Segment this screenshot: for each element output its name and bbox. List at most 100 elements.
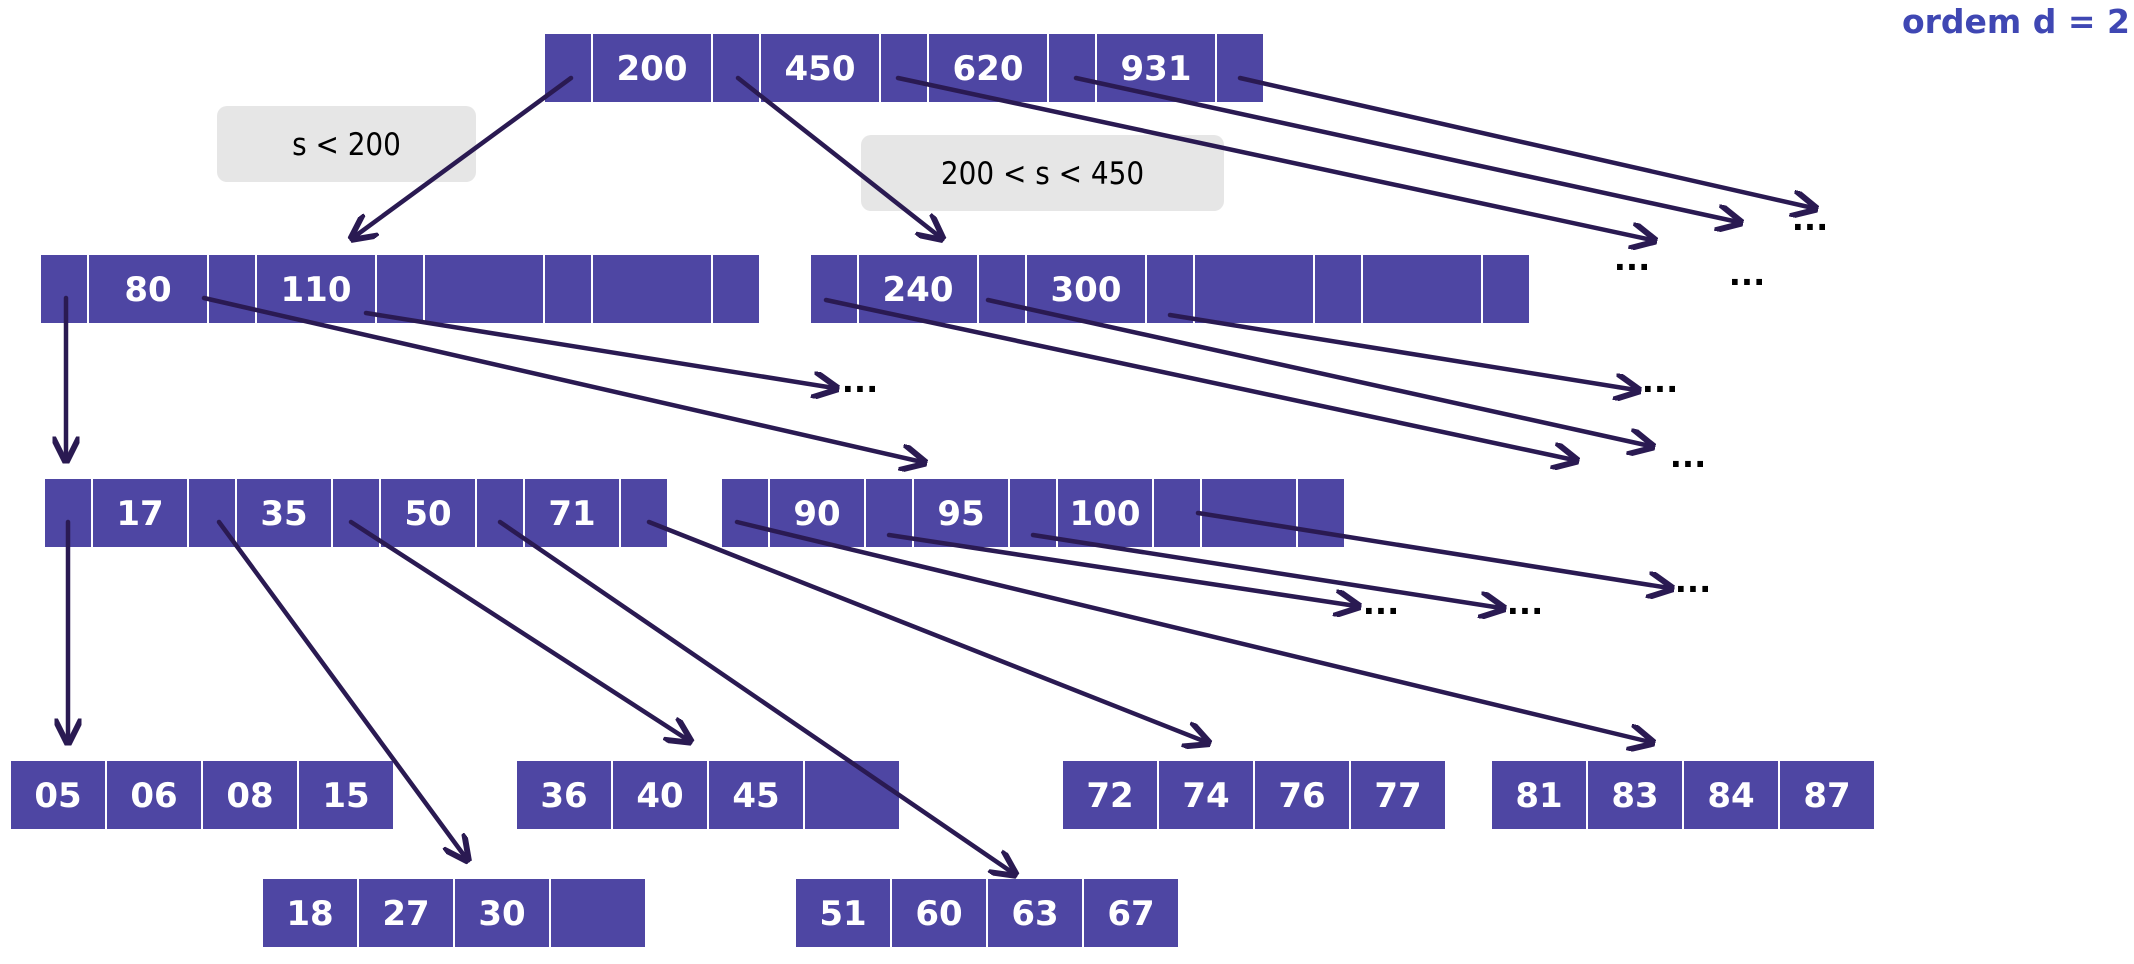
key-cell [768, 477, 866, 549]
child-pointer-arrow [348, 519, 688, 740]
continuation-ellipsis: ... [1670, 437, 1706, 475]
leaf-cell [297, 759, 395, 831]
child-pointer-arrow [985, 297, 1650, 446]
child-pointer-arrow [895, 75, 1652, 240]
condition-label-cond-mid: 200 < s < 450 [861, 135, 1224, 211]
key-label: 74 [1182, 776, 1229, 816]
node-leaf81: 81 83 84 87 [1490, 759, 1876, 831]
key-label: 450 [785, 49, 856, 89]
key-label: 87 [1803, 776, 1850, 816]
key-cell [87, 253, 209, 325]
key-cell [1361, 253, 1483, 325]
key-cell [423, 253, 545, 325]
node-n240: 240 300 [809, 253, 1531, 325]
order-title: ordem d = 2 [1901, 2, 2130, 41]
pointer-cell [720, 477, 770, 549]
pointer-cell [1313, 253, 1363, 325]
leaf-cell [1586, 759, 1684, 831]
pointer-cell [375, 253, 425, 325]
key-label: 110 [281, 270, 352, 310]
key-label: 81 [1515, 776, 1562, 816]
key-label: 08 [226, 776, 273, 816]
key-label: 90 [793, 494, 840, 534]
child-pointer-arrow [363, 310, 834, 388]
leaf-cell [261, 877, 359, 949]
key-label: 240 [883, 270, 954, 310]
key-cell [1095, 32, 1217, 104]
leaf-cell [357, 877, 455, 949]
child-pointer-arrow [1073, 75, 1738, 222]
key-label: 45 [732, 776, 779, 816]
leaf-cell [611, 759, 709, 831]
leaf-cell [890, 877, 988, 949]
leaf-cell [1061, 759, 1159, 831]
key-cell [379, 477, 477, 549]
leaf-cell [803, 759, 901, 831]
pointer-cell [1215, 32, 1265, 104]
condition-box [861, 135, 1224, 211]
key-label: 84 [1707, 776, 1754, 816]
key-label: 40 [636, 776, 683, 816]
key-cell [1193, 253, 1315, 325]
leaf-cell [1157, 759, 1255, 831]
child-pointer-arrow [1237, 75, 1813, 208]
pointer-cell [207, 253, 257, 325]
pointer-cell [1152, 477, 1202, 549]
continuation-ellipsis: ... [842, 362, 878, 400]
key-label: 35 [260, 494, 307, 534]
key-label: 83 [1611, 776, 1658, 816]
pointer-cell [977, 253, 1027, 325]
continuation-ellipsis: ... [1363, 584, 1399, 622]
child-pointer-arrow [497, 519, 1013, 873]
pointer-cell [1145, 253, 1195, 325]
leaf-cell [515, 759, 613, 831]
key-label: 05 [34, 776, 81, 816]
condition-label-cond-left: s < 200 [217, 106, 476, 182]
key-cell [235, 477, 333, 549]
key-cell [523, 477, 621, 549]
pointer-cell [809, 253, 859, 325]
child-pointer-arrow [201, 295, 922, 462]
continuation-ellipsis: ... [1507, 584, 1543, 622]
continuation-ellipsis: ... [1614, 240, 1650, 278]
continuation-ellipsis: ... [1642, 362, 1678, 400]
key-label: 63 [1011, 894, 1058, 934]
continuation-ellipsis: ... [1792, 200, 1828, 238]
child-pointer-arrow [735, 75, 940, 237]
child-pointer-arrow [216, 519, 466, 858]
key-label: 620 [953, 49, 1024, 89]
pointer-cell [475, 477, 525, 549]
child-pointer-arrow [354, 75, 574, 237]
key-label: 06 [130, 776, 177, 816]
condition-text: s < 200 [292, 127, 401, 163]
leaf-cell [986, 877, 1084, 949]
pointer-cell [543, 253, 593, 325]
child-pointer-arrow [1167, 312, 1636, 390]
child-pointer-arrow [646, 519, 1206, 742]
pointer-cell [1047, 32, 1097, 104]
leaf-cell [1349, 759, 1447, 831]
leaf-cell [105, 759, 203, 831]
key-label: 60 [915, 894, 962, 934]
leaf-cell [1682, 759, 1780, 831]
pointer-cell [879, 32, 929, 104]
condition-box [217, 106, 476, 182]
continuation-ellipsis: ... [1675, 562, 1711, 600]
key-label: 300 [1051, 270, 1122, 310]
key-label: 27 [382, 894, 429, 934]
key-label: 72 [1086, 776, 1133, 816]
leaf-cell [707, 759, 805, 831]
key-cell [591, 32, 713, 104]
key-label: 18 [286, 894, 333, 934]
child-pointer-arrow [1030, 532, 1501, 608]
key-cell [1200, 477, 1298, 549]
